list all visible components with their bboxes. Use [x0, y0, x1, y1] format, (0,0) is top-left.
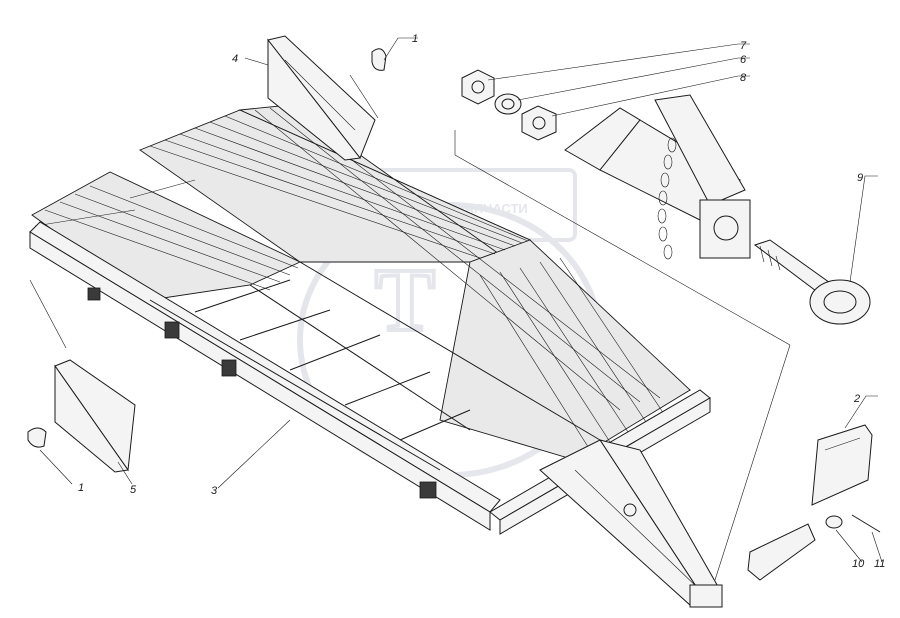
callout-2: 2 [853, 393, 860, 405]
part-8-nut [521, 105, 557, 141]
part-10-pin [747, 515, 843, 581]
callout-6: 6 [740, 54, 747, 66]
part-9-eye-bolt [753, 239, 871, 325]
part-4-toolbox [267, 35, 376, 161]
callout-10: 10 [852, 558, 865, 570]
platform-deck [31, 104, 691, 461]
part-1-clip-top [371, 48, 387, 71]
callout-3: 3 [211, 485, 218, 497]
watermark-letter-t: Т [375, 251, 435, 350]
callout-4: 4 [232, 53, 238, 65]
drawbar [539, 439, 723, 608]
part-2-bracket [811, 424, 873, 506]
callout-8: 8 [740, 72, 747, 84]
callouts: 1 1 2 3 4 5 6 7 8 9 10 11 [78, 33, 885, 570]
callout-5: 5 [130, 484, 137, 496]
callout-7: 7 [740, 40, 747, 52]
part-1-clip-left [27, 427, 47, 448]
callout-1-top: 1 [412, 33, 418, 45]
part-5-box [54, 359, 136, 473]
callout-11: 11 [874, 558, 885, 570]
part-6-washer [494, 93, 522, 115]
callout-1-left: 1 [78, 482, 84, 494]
callout-9: 9 [857, 172, 863, 184]
leader-lines [29, 37, 883, 581]
hitch-block [564, 94, 751, 260]
part-11-cotter-pin [851, 514, 881, 533]
part-7-nut [461, 69, 495, 105]
